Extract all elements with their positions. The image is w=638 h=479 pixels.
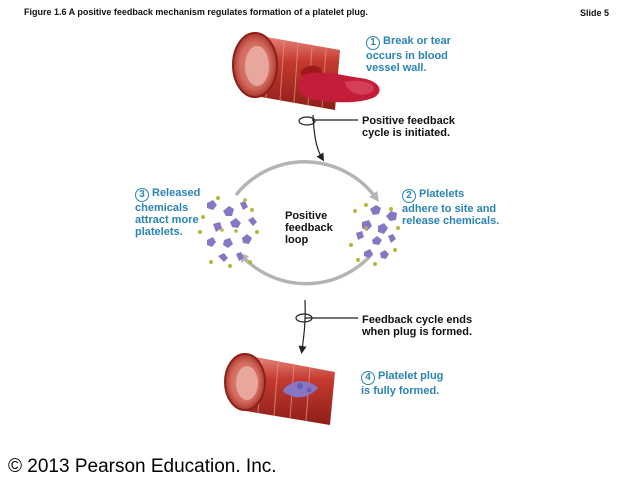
- platelet-cluster-left: [198, 196, 259, 268]
- platelet-cluster-right: [349, 203, 400, 266]
- step-1-number: 1: [366, 36, 380, 50]
- feedback-loop-arrows: [234, 160, 379, 286]
- cycle-ends-label: Feedback cycle ends when plug is formed.: [362, 314, 473, 338]
- torn-vessel: [232, 32, 380, 110]
- figure-title: Figure 1.6 A positive feedback mechanism…: [24, 7, 368, 17]
- step-4-number: 4: [361, 371, 375, 385]
- feedback-loop-label: Positive feedback loop: [285, 210, 333, 246]
- step-2-number: 2: [402, 189, 416, 203]
- pathway-arrows: [295, 114, 358, 354]
- copyright-notice: © 2013 Pearson Education. Inc.: [8, 456, 277, 477]
- plugged-vessel: [224, 353, 335, 425]
- slide-number: Slide 5: [580, 8, 610, 18]
- cycle-initiated-label: Positive feedback cycle is initiated.: [362, 115, 455, 139]
- step-3-number: 3: [135, 188, 149, 202]
